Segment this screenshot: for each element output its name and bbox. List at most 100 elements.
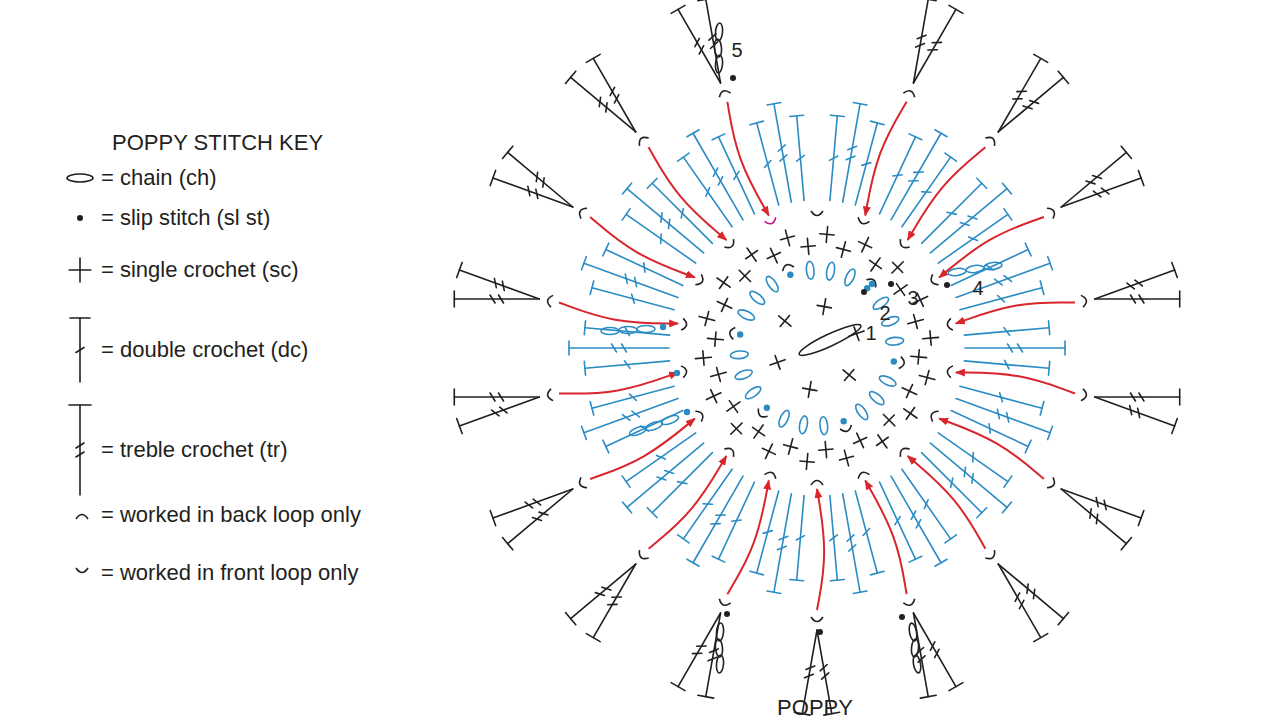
stitch-stroke: [998, 564, 1063, 619]
stitch-stroke: [819, 665, 828, 671]
back-loop-marker: [718, 599, 731, 607]
stitch-stroke: [678, 613, 721, 687]
legend-text: = single crochet (sc): [101, 259, 298, 281]
treble-crochet-symbol: [906, 612, 937, 698]
loop-arc: [985, 135, 997, 146]
stitch-stroke: [582, 426, 587, 439]
stitch-stroke: [657, 213, 666, 222]
loop-arc: [695, 274, 705, 287]
loop-arc: [898, 239, 910, 250]
chain-symbol: [843, 268, 857, 288]
back-loop-marker: [547, 389, 554, 402]
front-loop-marker: [695, 274, 705, 287]
loop-arc: [903, 599, 916, 607]
stitch-stroke: [1064, 341, 1066, 355]
double-crochet-symbol: [958, 281, 1044, 317]
double-crochet-symbol: [873, 134, 922, 217]
loop-arc: [76, 568, 88, 573]
stitch-stroke: [830, 495, 837, 580]
stitch-stroke: [968, 213, 977, 222]
chain-symbol: [966, 264, 985, 273]
chain-symbol: [744, 384, 763, 401]
loop-arc: [756, 408, 768, 419]
stitch-stroke: [790, 580, 804, 581]
callout-number: 4: [972, 278, 983, 298]
back-loop-marker: [903, 599, 916, 607]
legend-symbol: [69, 405, 91, 495]
stitch-stroke: [1095, 396, 1180, 398]
slip-stitch-symbol: [684, 409, 690, 415]
stitch-stroke: [76, 348, 84, 353]
treble-crochet-symbol: [954, 392, 1053, 439]
stitch-stroke: [533, 189, 540, 198]
back-loop-marker: [985, 135, 997, 146]
stitch-stroke: [490, 170, 495, 185]
stitch-stroke: [796, 155, 804, 161]
stitch-stroke: [1138, 170, 1143, 185]
chain-oval: [737, 308, 757, 322]
stitch-stroke: [779, 316, 791, 326]
treble-crochet-symbol: [503, 483, 578, 550]
loop-arc: [729, 327, 736, 340]
front-loop-marker: [724, 446, 736, 457]
treble-crochet-symbol: [565, 558, 640, 625]
treble-crochet-symbol: [907, 5, 963, 87]
stitch-stroke: [582, 257, 587, 270]
stitch-stroke: [750, 571, 764, 575]
stitch-stroke: [647, 178, 657, 188]
stitch-stroke: [716, 177, 725, 185]
stitch-stroke: [859, 242, 872, 248]
stitch-stroke: [623, 502, 632, 513]
stitch-stroke: [914, 520, 923, 528]
stitch-stroke: [595, 97, 604, 106]
stitch-stroke: [803, 388, 817, 391]
loop-arc: [903, 89, 916, 97]
stitch-stroke: [995, 277, 1002, 286]
stitch-stroke: [930, 443, 1007, 507]
stitch-stroke: [1139, 295, 1144, 303]
loop-arc: [695, 409, 705, 422]
loop-arc: [577, 206, 587, 219]
single-crochet-symbol: [726, 418, 747, 439]
single-crochet-symbol: [855, 234, 875, 255]
stitch-stroke: [930, 189, 1007, 253]
chain-symbol: [825, 262, 836, 281]
stitch-stroke: [920, 695, 936, 698]
stitch-stroke: [740, 271, 750, 281]
stitch-stroke: [968, 474, 977, 483]
stitch-stroke: [499, 295, 504, 303]
stitch-stroke: [1121, 538, 1131, 550]
treble-crochet-symbol: [1092, 262, 1177, 306]
stitch-stroke: [779, 535, 788, 541]
chain-oval: [748, 289, 767, 306]
chain-oval: [764, 275, 781, 294]
stitch-stroke: [731, 423, 742, 434]
stitch-stroke: [454, 396, 539, 398]
stitch-stroke: [493, 178, 573, 207]
stitch-stroke: [671, 683, 685, 691]
stitch-stroke: [1135, 278, 1142, 287]
legend-text: = treble crochet (tr): [101, 439, 287, 461]
stitch-stroke: [657, 453, 666, 462]
stitch-stroke: [896, 284, 904, 296]
stitch-stroke: [1002, 502, 1011, 513]
stitch-stroke: [76, 443, 84, 448]
stitch-stroke: [753, 427, 765, 435]
red-arrow: [649, 147, 727, 240]
front-loop-marker: [898, 239, 910, 250]
stitch-stroke: [608, 87, 617, 95]
treble-crochet-symbol: [582, 257, 681, 304]
stitch-stroke: [657, 474, 666, 483]
callout-number: 5: [731, 40, 742, 60]
stitch-stroke: [960, 288, 1042, 310]
stitch-stroke: [840, 456, 854, 460]
treble-crochet-symbol: [582, 392, 681, 439]
stitch-stroke: [998, 564, 1041, 638]
double-crochet-symbol: [958, 380, 1044, 416]
stitch-stroke: [623, 413, 630, 422]
chain-oval: [777, 409, 791, 429]
stitch-stroke: [490, 393, 495, 401]
stitch-stroke: [1061, 489, 1141, 518]
red-arrow: [559, 303, 678, 324]
stitch-stroke: [1061, 178, 1141, 207]
